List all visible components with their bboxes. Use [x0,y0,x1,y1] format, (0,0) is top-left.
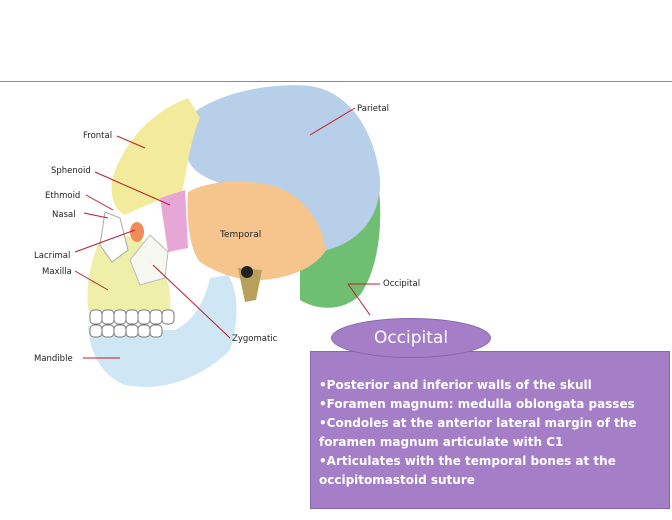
label-zygomatic: Zygomatic [232,334,278,344]
leader-sphenoid [94,171,171,206]
label-ethmoid: Ethmoid [45,191,80,201]
label-occipital: Occipital [383,279,420,289]
lacrimal-bone [130,222,144,242]
teeth [89,309,175,338]
callout-bullet-list: Posterior and inferior walls of the skul… [319,376,659,490]
leader-frontal [116,135,146,149]
label-temporal: Temporal [219,230,261,240]
nasal-cavity [99,211,129,263]
zygomatic-bone [129,234,169,286]
callout-bullet: Posterior and inferior walls of the skul… [319,376,659,395]
parietal-bone [185,85,381,252]
leader-nasal [83,212,109,219]
callout-bullet: Articulates with the temporal bones at t… [319,452,659,490]
leader-ethmoid [85,194,114,211]
ear-canal [241,266,253,278]
callout-info-box: Posterior and inferior walls of the skul… [310,351,670,509]
callout-title-oval: Occipital [331,318,491,358]
label-mandible: Mandible [34,354,73,364]
leader-parietal [309,107,356,136]
leader-lacrimal [74,229,136,253]
label-parietal: Parietal [357,104,389,114]
label-maxilla: Maxilla [42,267,72,277]
sphenoid-bone [160,190,188,252]
leader-occipital-down [347,283,371,316]
label-nasal: Nasal [52,210,76,220]
label-lacrimal: Lacrimal [34,251,70,261]
callout-bullet: Condoles at the anterior lateral margin … [319,414,659,452]
leader-zygomatic [152,264,231,339]
label-frontal: Frontal [83,131,112,141]
label-sphenoid: Sphenoid [51,166,91,176]
callout-bullet: Foramen magnum: medulla oblongata passes [319,395,659,414]
frontal-bone [111,98,200,215]
callout-title: Occipital [373,328,449,348]
leader-maxilla [74,270,109,291]
header-divider [0,81,672,82]
temporal-bone [187,181,326,281]
